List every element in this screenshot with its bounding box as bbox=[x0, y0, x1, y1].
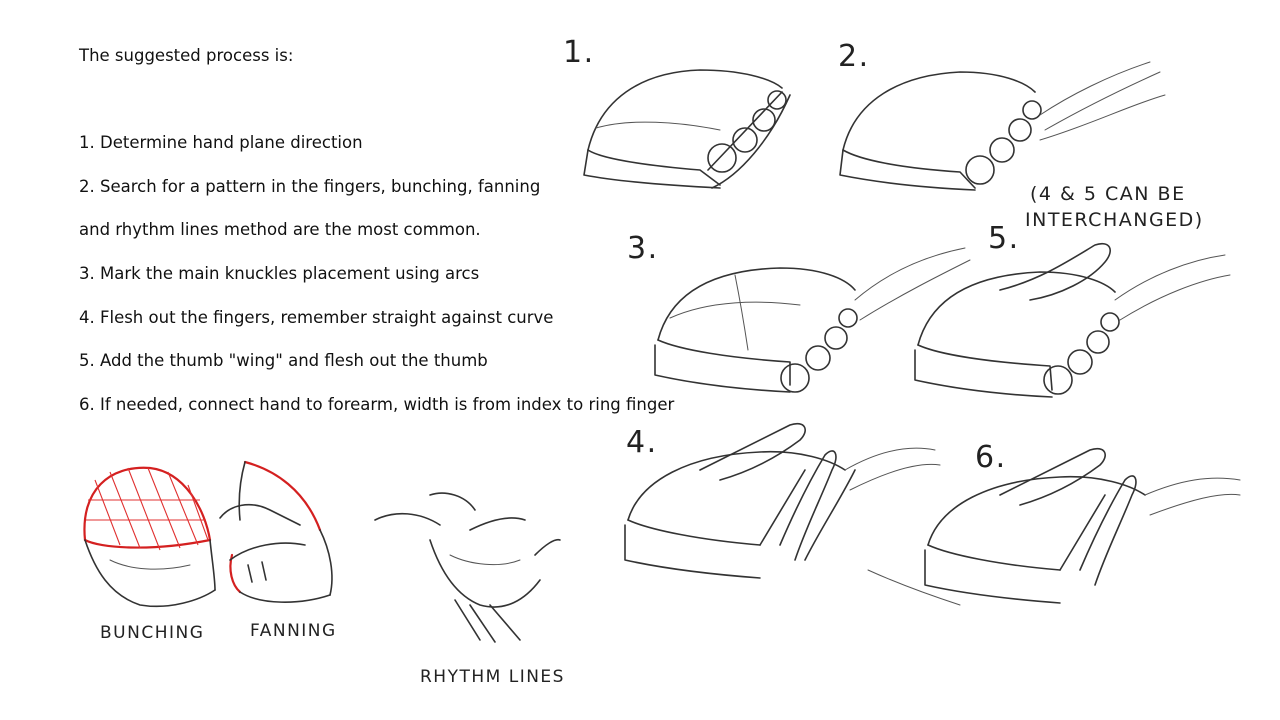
fanning-label: FANNING bbox=[250, 621, 337, 641]
note-line-2: INTERCHANGED) bbox=[1025, 209, 1204, 231]
bunching-sketch: BUNCHING bbox=[83, 466, 216, 643]
sketch-step-6: 6. bbox=[867, 440, 1241, 606]
step-5: 5. Add the thumb "wing" and flesh out th… bbox=[79, 351, 488, 370]
note-line-1: (4 & 5 CAN BE bbox=[1030, 183, 1186, 205]
step-2: 2. Search for a pattern in the fingers, … bbox=[79, 177, 541, 196]
sketch-number-1: 1. bbox=[563, 35, 595, 70]
rhythm-lines-sketch: RHYTHM LINES bbox=[374, 492, 565, 687]
intro-text: The suggested process is: bbox=[79, 46, 294, 65]
sketch-step-3: 3. bbox=[627, 231, 971, 393]
step-3: 3. Mark the main knuckles placement usin… bbox=[79, 264, 480, 283]
step-4: 4. Flesh out the fingers, remember strai… bbox=[79, 308, 554, 327]
step-1: 1. Determine hand plane direction bbox=[79, 133, 363, 152]
bunching-label: BUNCHING bbox=[100, 623, 204, 643]
sketch-step-5: 5. bbox=[914, 221, 1231, 398]
sketch-step-1: 1. bbox=[563, 35, 791, 189]
sketch-number-5: 5. bbox=[988, 221, 1020, 256]
sketch-step-4: 4. bbox=[624, 422, 941, 579]
fanning-sketch: FANNING bbox=[219, 460, 337, 641]
sketch-number-2: 2. bbox=[838, 39, 870, 74]
interchange-note: (4 & 5 CAN BE INTERCHANGED) bbox=[1025, 183, 1204, 231]
sketch-number-4: 4. bbox=[626, 425, 658, 460]
step-2-continued: and rhythm lines method are the most com… bbox=[79, 220, 481, 239]
rhythm-lines-label: RHYTHM LINES bbox=[420, 667, 565, 687]
sketch-number-3: 3. bbox=[627, 231, 659, 266]
sketch-step-2: 2. bbox=[838, 39, 1166, 191]
sketch-number-6: 6. bbox=[975, 440, 1007, 475]
step-6: 6. If needed, connect hand to forearm, w… bbox=[79, 395, 675, 414]
